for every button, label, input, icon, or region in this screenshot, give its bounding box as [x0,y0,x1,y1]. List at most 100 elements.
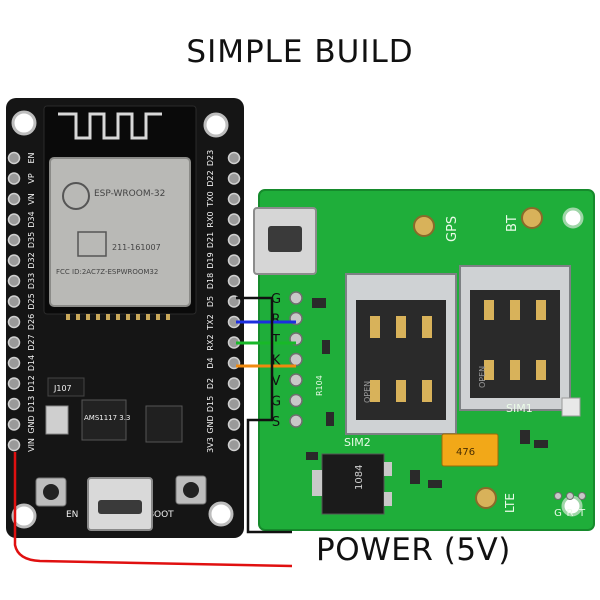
sim-bottom-pin [554,492,562,500]
header-pin [7,233,21,247]
header-pin [227,233,241,247]
esp32-pin-label-rx0: RX0 [206,211,215,227]
sim1-holder[interactable]: OPEN [459,265,571,411]
sim-header-pin [289,393,303,408]
header-pin [227,438,241,452]
sim-pin-label-s: S [272,415,280,430]
fcc-id: FCC ID:2AC7Z-ESPWROOM32 [56,268,158,276]
pcb-antenna-trace [58,112,162,140]
header-pin [227,274,241,288]
j107-chip [47,377,85,397]
gps-antenna-connector[interactable] [413,215,435,237]
sim2-holder[interactable]: OPEN [345,273,457,435]
esp32-pin-label-d13: D13 [27,396,36,412]
header-pin [227,213,241,226]
sim-pin-label-t: T [271,333,280,348]
esp32-pin-label-tx2: TX2 [206,314,215,330]
header-pin [7,213,21,226]
sim-bottom-pin-label-t: T [578,508,586,519]
esp32-pin-label-3v3: 3V3 [206,437,215,453]
header-pin [227,254,241,267]
sim-pin-label-g: G [271,292,281,307]
esp32-pin-label-vp: VP [27,173,36,183]
power-label: POWER (5V) [316,532,511,568]
sim-pin-label-v: V [272,374,281,389]
esp32-pin-label-d25: D25 [27,293,36,309]
esp32-pin-label-d14: D14 [27,355,36,371]
header-pin [7,418,21,431]
module-shield [49,157,191,307]
header-pin [7,254,21,267]
header-pin [227,377,241,390]
header-pin [7,377,21,390]
header-pin [227,192,241,206]
boot-button-cap [183,482,199,498]
sim-gps-board: GPS BT LTE OPEN SIM2 OPEN SIM1 1084 476 [253,189,595,531]
esp32-pin-label-gnd: GND [206,415,215,433]
mount-hole [11,110,37,136]
esp32-pin-label-d12: D12 [27,375,36,391]
smd-part [561,397,581,417]
esp32-board: ESP-WROOM-32 211-161007 FCC ID:2AC7Z-ESP… [6,98,244,538]
cert-code: 211-161007 [112,243,161,252]
usb-opening [98,500,142,514]
lte-antenna-connector[interactable] [475,487,497,509]
mount-hole [203,112,229,138]
bt-antenna-connector[interactable] [521,207,543,229]
esp32-pin-label-vin: VIN [27,438,36,452]
esp32-pin-label-d35: D35 [27,232,36,248]
esp32-pin-label-d2: D2 [206,378,215,389]
esp32-pin-label-rx2: RX2 [206,334,215,350]
chip-label: J107 [53,384,72,393]
header-pin [7,315,21,329]
header-pin [7,192,21,206]
regulator-ic [321,453,385,515]
holder-text-2: OPEN [478,366,487,388]
usb-uart-chip [145,405,183,443]
mount-hole [562,207,584,229]
resistor-label: R104 [315,375,324,396]
sim-header-pin [289,373,303,387]
sim-pin-label-k: K [272,354,281,369]
esp32-pin-label-d34: D34 [27,211,36,227]
esp32-pin-label-d5: D5 [206,296,215,307]
esp32-pin-label-tx0: TX0 [206,191,215,207]
header-pin [7,151,21,165]
header-pin [227,397,241,411]
sim2-label: SIM2 [344,436,371,449]
en-button-label: EN [66,510,78,520]
regulator-label: AMS1117 3.3 [84,414,130,422]
header-pin [7,397,21,411]
boot-button-label: BOOT [148,510,174,520]
diagram-title: SIMPLE BUILD [186,34,414,70]
black-ground-wire [236,296,292,534]
esp32-pin-label-d23: D23 [206,150,215,166]
header-pin [7,172,21,185]
esp32-pin-label-en: EN [27,152,36,163]
gps-label: GPS [445,216,460,242]
esp32-left-header [7,151,21,452]
sim-bottom-pin [566,492,574,500]
sim-pin-label-r: R [271,313,280,328]
esp32-pin-label-d26: D26 [27,314,36,330]
esp32-pin-label-d33: D33 [27,273,36,289]
wroom-module: ESP-WROOM-32 211-161007 FCC ID:2AC7Z-ESP… [43,105,197,320]
header-pin [7,336,21,349]
tantalum-capacitor [441,433,499,467]
header-pin [227,418,241,431]
esp32-pin-label-d32: D32 [27,252,36,268]
esp32-right-pin-labels: D23D22TX0RX0D21D19D18D5TX2RX2D4D2D15GND3… [206,150,215,453]
module-brand: ESP-WROOM-32 [94,189,165,199]
header-pin [7,356,21,370]
esp32-pin-label-d22: D22 [206,170,215,186]
esp32-pin-label-d27: D27 [27,334,36,350]
esp32-left-pin-labels: ENVPVND34D35D32D33D25D26D27D14D12D13GNDV… [27,152,36,451]
crystal [45,405,69,435]
esp32-pin-label-vn: VN [27,193,36,204]
ic-label: 1084 [354,465,365,490]
sim-pin-label-g: G [271,395,281,410]
mount-hole [208,501,234,527]
usb-opening [268,226,302,252]
esp32-pin-label-d21: D21 [206,232,215,248]
